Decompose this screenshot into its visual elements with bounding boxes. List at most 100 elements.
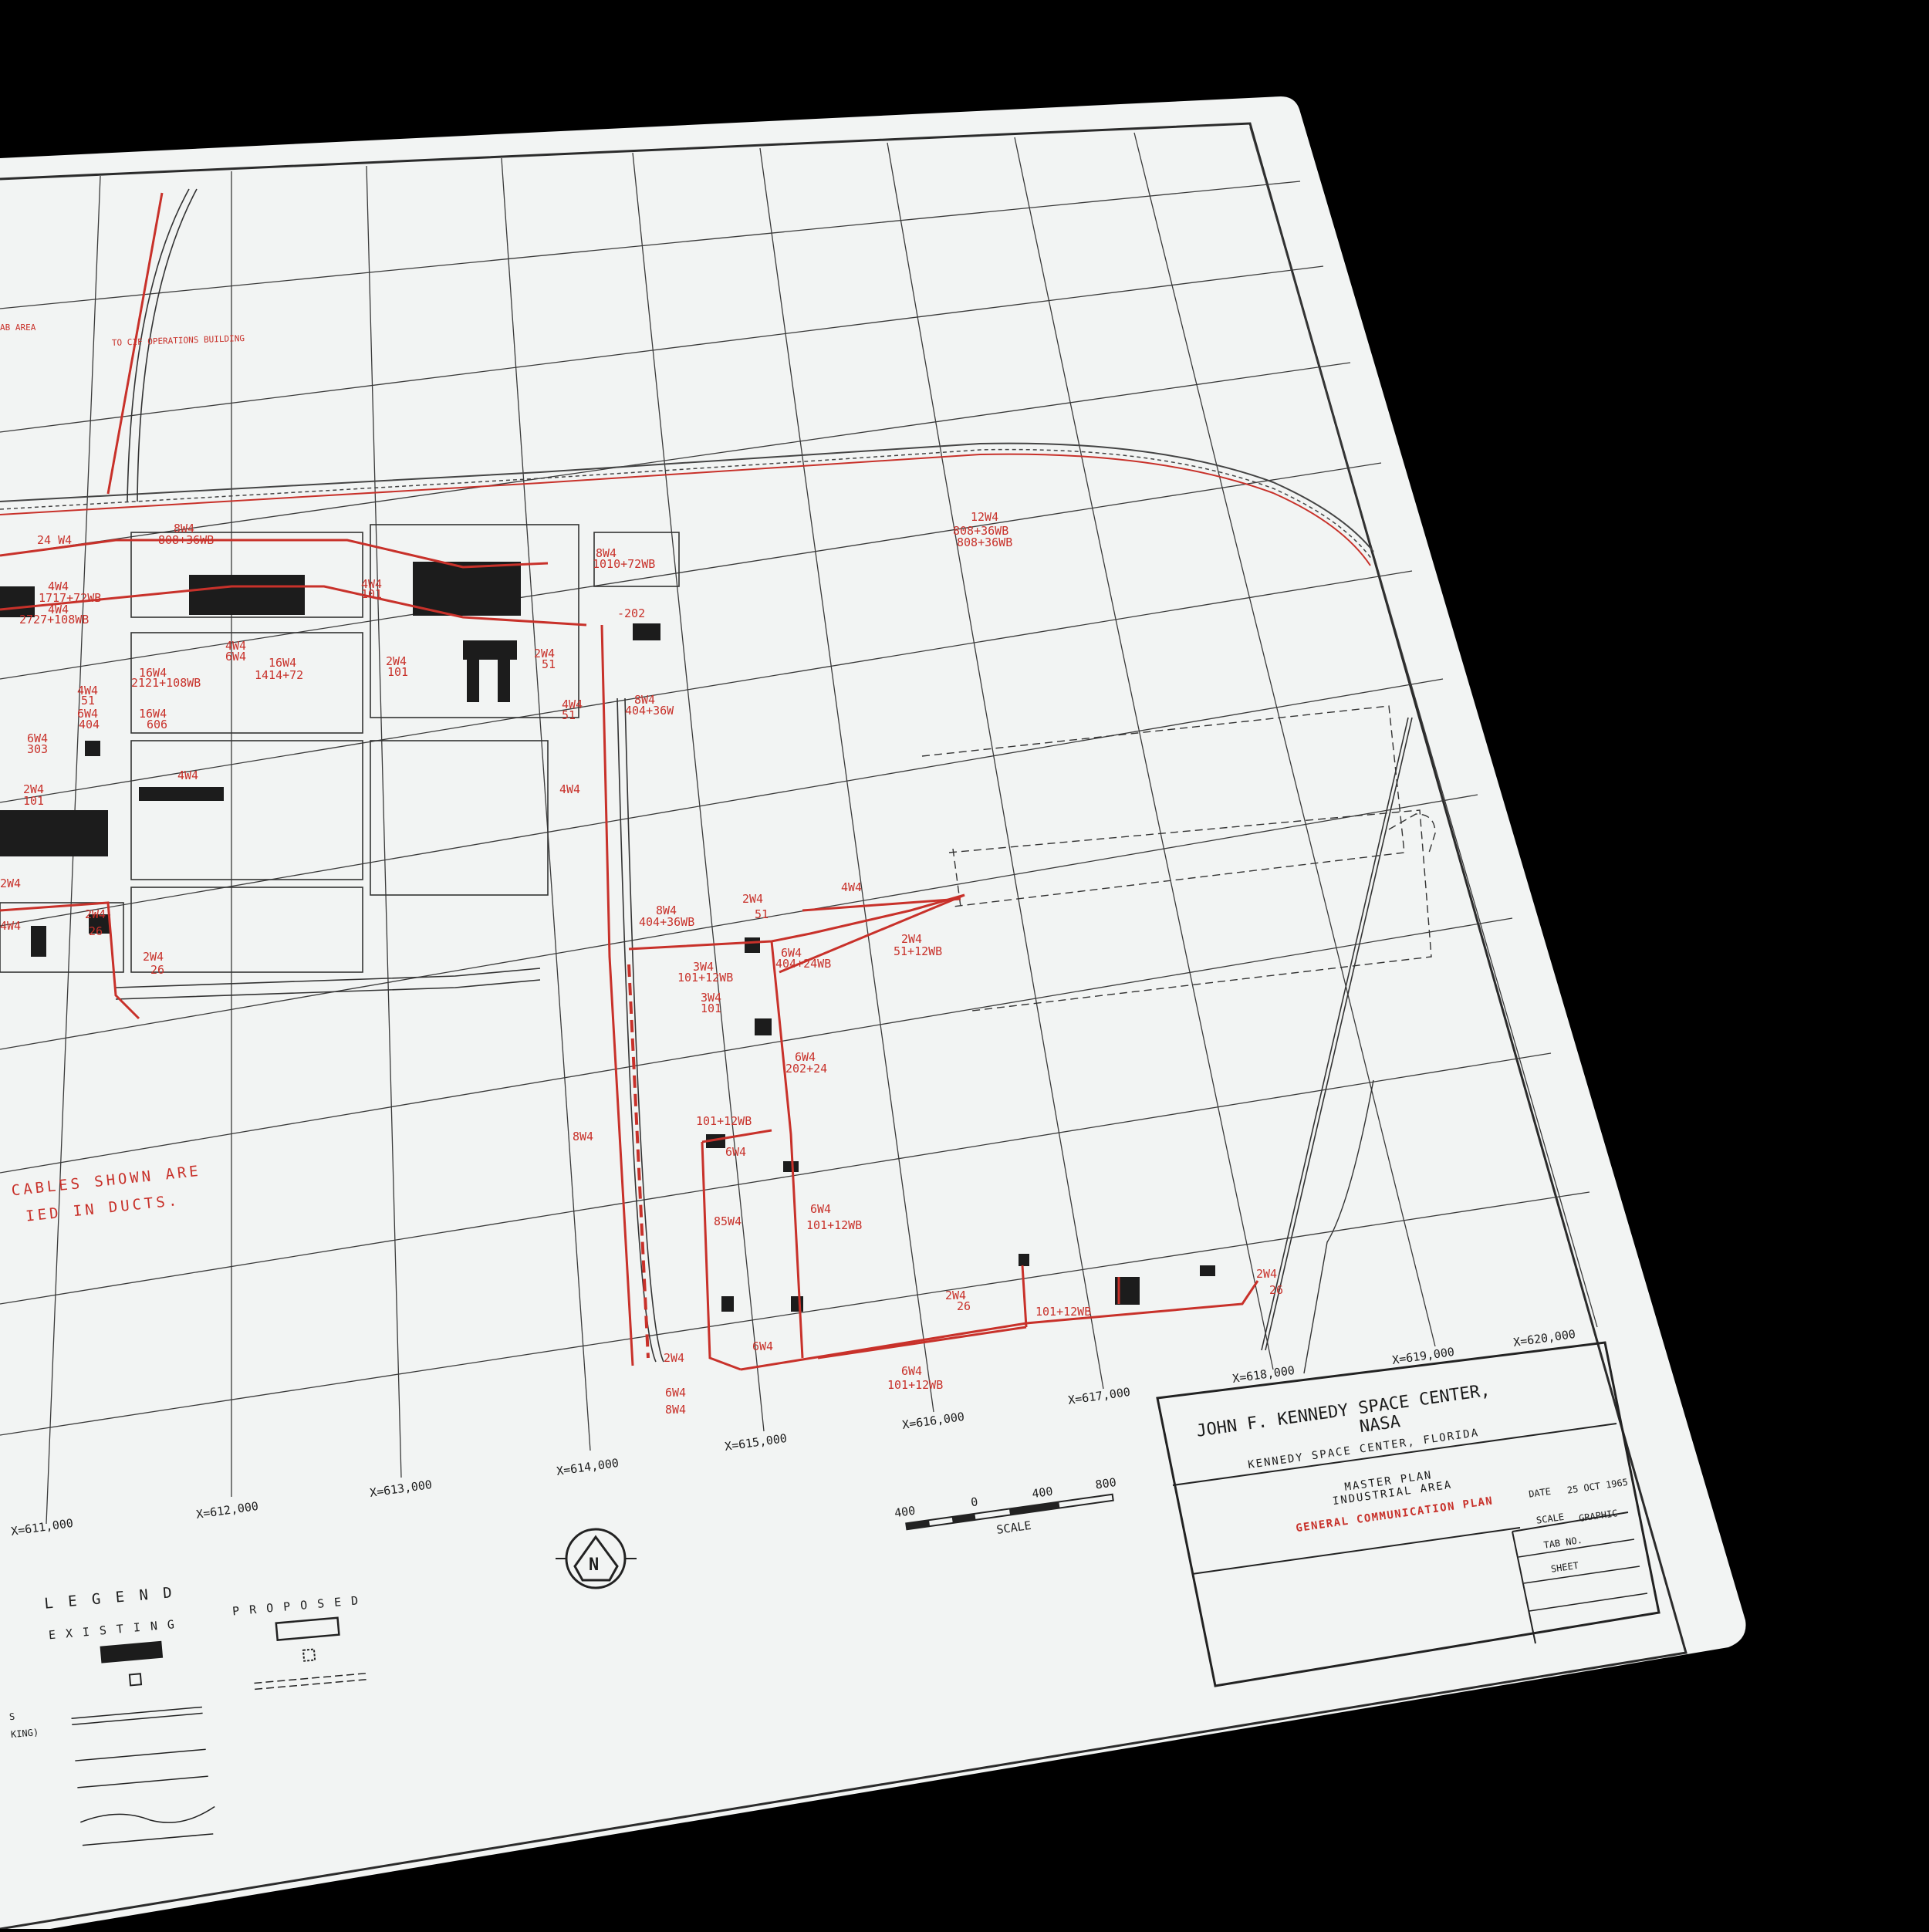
- cable-label: 51: [562, 708, 576, 722]
- cable-label: 1414+72: [255, 668, 303, 682]
- cable-label: 1717+72WB: [39, 591, 101, 605]
- cable-label: 6W4: [77, 707, 98, 721]
- cable-label: 1010+72WB: [593, 557, 655, 571]
- cable-label: 101: [387, 665, 408, 679]
- scale-tick: 400: [1031, 1484, 1053, 1501]
- cable-label: 606: [147, 718, 167, 731]
- tab-label: TAB NO.: [1543, 1535, 1583, 1551]
- access-road: [1261, 717, 1413, 1351]
- scale-field-label: SCALE: [1535, 1511, 1565, 1526]
- cable-label: 8W4: [573, 1130, 593, 1143]
- cable-label: 2121+108WB: [131, 676, 201, 690]
- cable-label: 85W4: [714, 1214, 742, 1228]
- cable-label: 6W4: [752, 1339, 773, 1353]
- cable-label: 2W4: [742, 892, 763, 906]
- proposed-areas: [921, 705, 1436, 1012]
- cable-label: 6W4: [781, 946, 802, 960]
- cable-label: 101: [23, 794, 44, 808]
- cable-label: 8W4: [596, 546, 617, 560]
- railroad: [0, 442, 1374, 552]
- cable-label: 6W4: [810, 1202, 831, 1216]
- cable-label: 6W4: [901, 1364, 922, 1378]
- cable-label: 2W4: [23, 782, 44, 796]
- coordinate-grid: [0, 127, 1598, 1525]
- cable-label: 808+36WB: [158, 533, 214, 547]
- cable-label: 101+12WB: [1035, 1305, 1091, 1319]
- cable-label: 16W4: [139, 666, 167, 680]
- cable-label: 6W4: [225, 650, 246, 664]
- cable-label: 3W4: [701, 991, 721, 1005]
- cable-label: 26: [89, 924, 103, 938]
- legend-proposed-building-swatch: [275, 1616, 340, 1641]
- cable-label: 4W4: [0, 919, 21, 933]
- cable-label: 51: [755, 907, 769, 921]
- cable-label: 404+24WB: [775, 957, 831, 971]
- legend-row-fragment: KING): [10, 1727, 39, 1740]
- scale-tick: 400: [894, 1504, 916, 1521]
- cable-label: 6W4: [795, 1050, 816, 1064]
- cable-label-group: 24 W4 8W4 808+36WB 4W4 1717+72WB 4W4 272…: [0, 510, 1283, 1417]
- cable-label: 4W4: [559, 782, 580, 796]
- cable-label: 4W4: [48, 579, 69, 593]
- cable-label: 101+12WB: [677, 971, 733, 985]
- cable-label: 2W4: [945, 1289, 966, 1302]
- north-arrow-icon: N: [556, 1528, 637, 1589]
- cable-label: 808+36WB: [957, 535, 1012, 549]
- scale-tick: 0: [970, 1495, 978, 1509]
- cable-label: 101: [361, 587, 382, 601]
- cable-label: 101: [701, 1001, 721, 1015]
- cable-label: 6W4: [725, 1145, 746, 1159]
- cable-label: 2W4: [901, 932, 922, 946]
- cable-label: 6W4: [665, 1386, 686, 1400]
- cable-label: 26: [1269, 1283, 1283, 1297]
- paper-sheet: [0, 96, 1746, 1929]
- cable-label: 2W4: [664, 1351, 684, 1365]
- cable-label: 101+12WB: [696, 1114, 752, 1128]
- cable-label: 51+12WB: [894, 944, 942, 958]
- cable-label: 101+12WB: [806, 1218, 862, 1232]
- cable-label: 24 W4: [37, 533, 72, 547]
- cable-label: 4W4: [225, 639, 246, 653]
- cable-label: 51: [81, 694, 95, 708]
- cable-label: 404+36W: [625, 704, 674, 718]
- cable-label: 2W4: [85, 907, 106, 921]
- cable-label: 26: [957, 1299, 971, 1313]
- cable-label: 2W4: [534, 647, 555, 660]
- cable-label: 404+36WB: [639, 915, 694, 929]
- cable-label: 8W4: [174, 522, 194, 535]
- legend-row-fragment: S: [8, 1711, 15, 1723]
- cable-label: 4W4: [77, 684, 98, 697]
- cable-label: 4W4: [361, 577, 382, 591]
- cable-label: 8W4: [665, 1403, 686, 1417]
- cable-label: 404: [79, 718, 100, 731]
- cable-label: 2W4: [1256, 1267, 1277, 1281]
- cable-label: -202: [617, 606, 645, 620]
- cable-label: 51: [542, 657, 556, 671]
- cable-label: 8W4: [634, 693, 655, 707]
- cable-label: 16W4: [269, 656, 296, 670]
- cable-routes: [0, 192, 1259, 1371]
- cif-note: TO CIF OPERATIONS BUILDING: [112, 333, 245, 348]
- sheet-label: SHEET: [1550, 1560, 1579, 1575]
- date-label: DATE: [1528, 1486, 1552, 1500]
- north-letter: N: [589, 1555, 599, 1575]
- scale-bar: 400 0 400 800 SCALE: [894, 1475, 1117, 1537]
- cable-label: 26: [150, 963, 164, 977]
- cable-label: 6W4: [27, 731, 48, 745]
- scale-field-value: GRAPHIC: [1578, 1508, 1618, 1524]
- cable-label: 4W4: [841, 880, 862, 894]
- cable-label: 3W4: [693, 960, 714, 974]
- cable-label: 8W4: [656, 904, 677, 917]
- cable-label: 16W4: [139, 707, 167, 721]
- cable-label: 2W4: [143, 950, 164, 964]
- road-network: [0, 188, 680, 1363]
- cable-route-rail: [0, 453, 1371, 566]
- cable-label: 202+24: [785, 1062, 827, 1076]
- cable-label: 4W4: [562, 697, 583, 711]
- cable-label: 808+36WB: [953, 524, 1008, 538]
- legend-existing-building-swatch: [100, 1640, 164, 1663]
- cable-label: 4W4: [177, 768, 198, 782]
- lab-area-note: AB AREA: [0, 323, 36, 333]
